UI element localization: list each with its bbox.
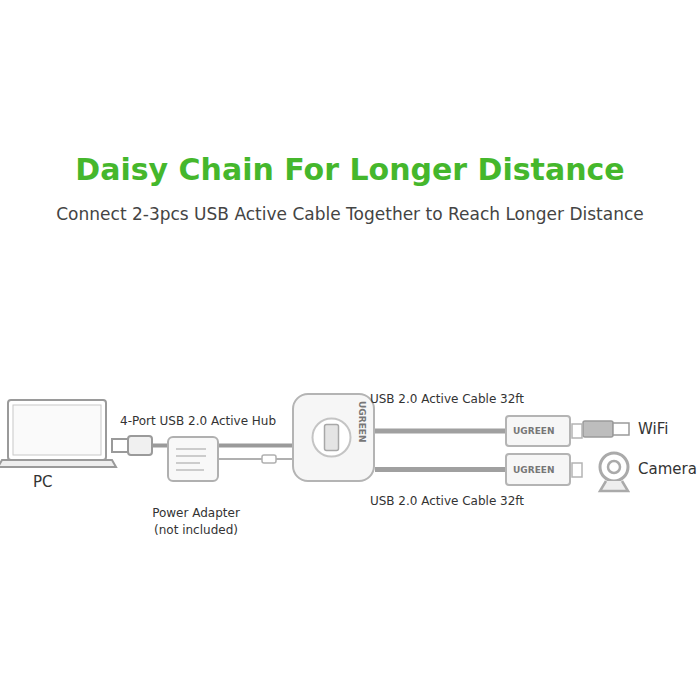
power-adapter-icon: [168, 437, 293, 481]
usb-plug: [112, 436, 152, 455]
part-label: WiFi: [638, 420, 668, 438]
connector-tip: [571, 423, 583, 439]
active-cable: [375, 429, 505, 434]
part-label: Camera: [638, 460, 697, 478]
brand-text: UGREEN: [513, 426, 554, 436]
part-label: Power Adapter (not included): [140, 505, 252, 539]
camera-icon: [600, 453, 628, 491]
part-label: PC: [33, 473, 53, 491]
title: Daisy Chain For Longer Distance: [0, 152, 700, 187]
subtitle: Connect 2-3pcs USB Active Cable Together…: [0, 204, 700, 224]
cable-connector: UGREEN: [505, 415, 571, 447]
active-cable: [375, 467, 505, 472]
cable-label: USB 2.0 Active Cable 32ft: [370, 392, 524, 406]
part-label: 4-Port USB 2.0 Active Hub: [120, 414, 276, 428]
cable-label: USB 2.0 Active Cable 32ft: [370, 494, 524, 508]
laptop-icon: [0, 400, 116, 467]
usb-hub: UGREEN: [292, 393, 375, 482]
brand-text: UGREEN: [357, 401, 367, 442]
wifi-dongle: [583, 421, 629, 437]
brand-text: UGREEN: [513, 465, 554, 475]
cable-connector: UGREEN: [505, 453, 571, 486]
connector-tip: [571, 462, 583, 478]
